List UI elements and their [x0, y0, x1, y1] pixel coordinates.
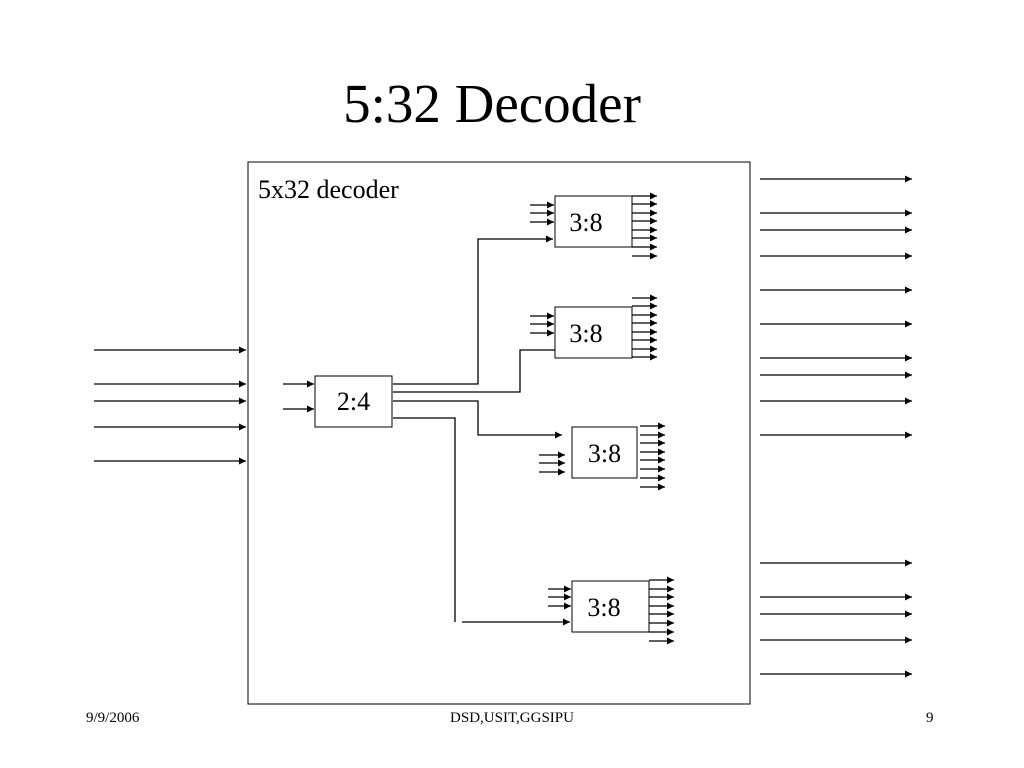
subdecoder-output-arrows	[632, 294, 657, 361]
predecoder-box	[314, 375, 393, 428]
subdecoder-label: 3:8	[587, 593, 620, 622]
predecoder-input-lines	[283, 380, 314, 413]
subdecoder-3to8: 3:8	[530, 192, 657, 260]
subdecoder-output-arrows	[640, 422, 665, 491]
external-input-lines	[94, 346, 246, 465]
subdecoder-label: 3:8	[569, 319, 602, 348]
page-number: 9	[926, 710, 934, 726]
external-output-lines	[760, 175, 912, 678]
footer-date: 9/9/2006	[86, 710, 140, 726]
predecoder-2to4: 2:4	[283, 375, 393, 428]
outer-decoder-box	[247, 161, 751, 705]
subdecoder-3to8: 3:8	[548, 576, 674, 645]
subdecoder-label: 3:8	[588, 439, 621, 468]
footer-center-text: DSD,USIT,GGSIPU	[450, 710, 574, 726]
slide-title: 5:32 Decoder	[343, 73, 641, 134]
subdecoder-label: 3:8	[569, 208, 602, 237]
outer-decoder-label: 5x32 decoder	[258, 175, 399, 204]
subdecoder-output-arrows	[649, 576, 674, 645]
subdecoder-output-arrows	[632, 192, 657, 260]
enable-wires	[393, 235, 570, 626]
predecoder-label: 2:4	[337, 387, 370, 416]
subdecoder-3to8: 3:8	[539, 422, 665, 491]
subdecoder-3to8: 3:8	[530, 294, 657, 361]
